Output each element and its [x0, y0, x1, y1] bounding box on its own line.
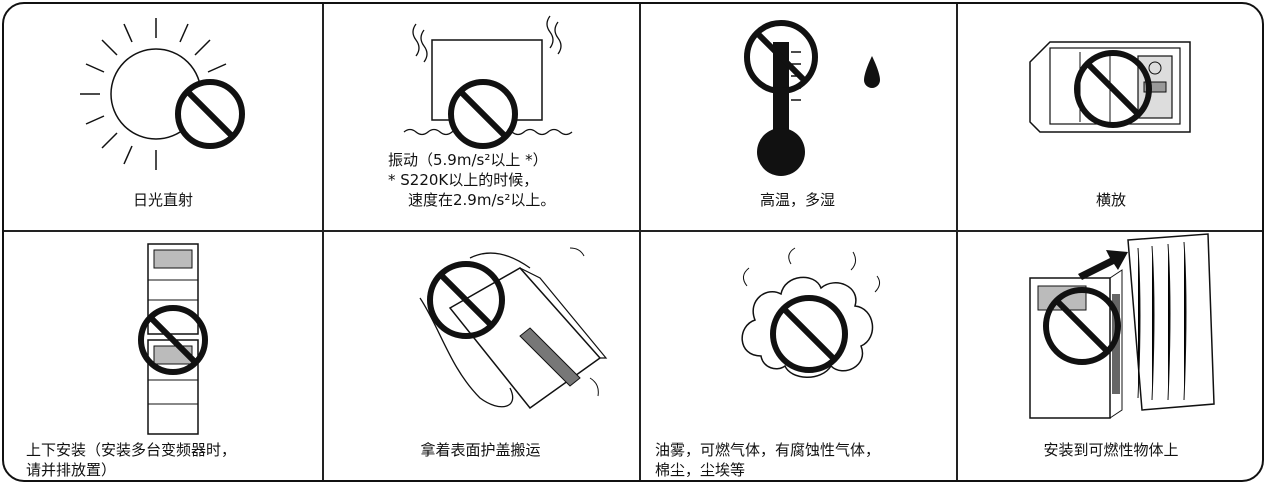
caption-vibration-note-cont: 速度在2.9m/s²以上。 [408, 191, 556, 209]
sun-icon [80, 18, 234, 170]
thermometer-icon [744, 20, 818, 176]
cell-high-temperature-humidity: 高温，多湿 [639, 4, 956, 230]
caption-horizontal-placement: 横放 [1095, 191, 1126, 209]
prohibited-icon [448, 79, 518, 149]
prohibited-icon [175, 79, 245, 149]
row-divider [4, 230, 1262, 232]
water-drop-icon [864, 56, 880, 88]
cell-direct-sunlight: 日光直射 [4, 4, 322, 230]
inverter-icon [1029, 233, 1215, 419]
caption-oil-mist-flammable-gas: 油雾，可燃气体，有腐蚀性气体， [655, 441, 881, 459]
cell-stacked-installation: 上下安装（安装多台变频器时， 请并排放置） [4, 230, 322, 480]
column-divider [639, 4, 641, 480]
installation-precautions-panel: 日光直射 振动（5.9m/s²以上 *） * S220K以上的时候， 速度在2.… [2, 2, 1264, 482]
cell-horizontal-placement: 横放 [956, 4, 1262, 230]
cloud-icon [741, 247, 881, 378]
caption-high-temperature-humidity: 高温，多湿 [759, 191, 835, 209]
cell-oil-mist-flammable-gas: 油雾，可燃气体，有腐蚀性气体， 棉尘，尘埃等 [639, 230, 956, 480]
cell-vibration: 振动（5.9m/s²以上 *） * S220K以上的时候， 速度在2.9m/s²… [322, 4, 639, 230]
caption-carry-by-cover: 拿着表面护盖搬运 [420, 441, 541, 459]
cell-carry-by-cover: 拿着表面护盖搬运 [322, 230, 639, 480]
cell-flammable-surface: 安装到可燃性物体上 [956, 230, 1262, 480]
inverter-icon [138, 243, 208, 435]
caption-direct-sunlight: 日光直射 [132, 191, 193, 209]
column-divider [956, 4, 958, 480]
caption-stacked-installation-cont: 请并排放置） [26, 461, 117, 479]
caption-vibration-note: * S220K以上的时候， [388, 171, 539, 189]
precautions-grid: 日光直射 振动（5.9m/s²以上 *） * S220K以上的时候， 速度在2.… [4, 4, 1262, 480]
column-divider [322, 4, 324, 480]
caption-oil-mist-flammable-gas-cont: 棉尘，尘埃等 [655, 461, 746, 479]
caption-stacked-installation: 上下安装（安装多台变频器时， [26, 441, 237, 459]
hands-icon [419, 247, 608, 410]
caption-vibration: 振动（5.9m/s²以上 *） [388, 151, 548, 169]
prohibited-icon [1074, 50, 1152, 128]
caption-flammable-surface: 安装到可燃性物体上 [1043, 441, 1179, 459]
